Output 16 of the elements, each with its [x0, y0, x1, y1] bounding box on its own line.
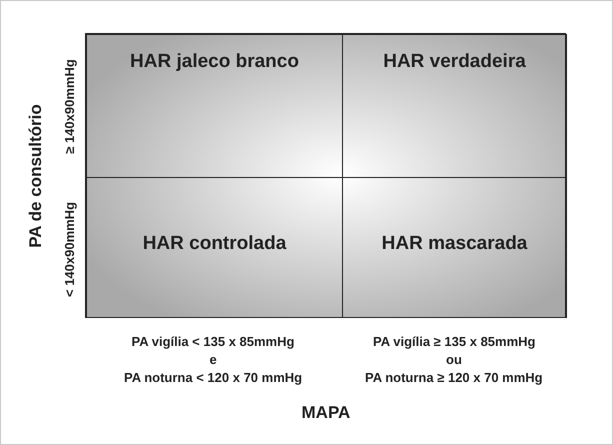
quadrant-title: HAR mascarada: [382, 232, 528, 254]
quadrant-title: HAR jaleco branco: [130, 51, 299, 73]
axis-title: PA de consultório: [26, 104, 46, 248]
column-label: PA noturna < 120 x 70 mmHg: [124, 370, 302, 384]
quadrant-cell: [342, 34, 567, 178]
axis-title: MAPA: [302, 403, 350, 423]
quadrant-cell: [86, 34, 343, 178]
column-label: PA noturna ≥ 120 x 70 mmHg: [365, 370, 543, 384]
column-label: PA vigília ≥ 135 x 85mmHg: [373, 334, 536, 348]
column-label: e: [210, 352, 217, 366]
quadrant-title: HAR controlada: [142, 232, 286, 254]
column-label: ou: [446, 352, 462, 366]
column-label: PA vigília < 135 x 85mmHg: [132, 334, 294, 348]
quadrant-title: HAR verdadeira: [383, 51, 526, 73]
row-label: ≥ 140x90mmHg: [61, 58, 76, 154]
row-label: < 140x90mmHg: [62, 201, 77, 297]
